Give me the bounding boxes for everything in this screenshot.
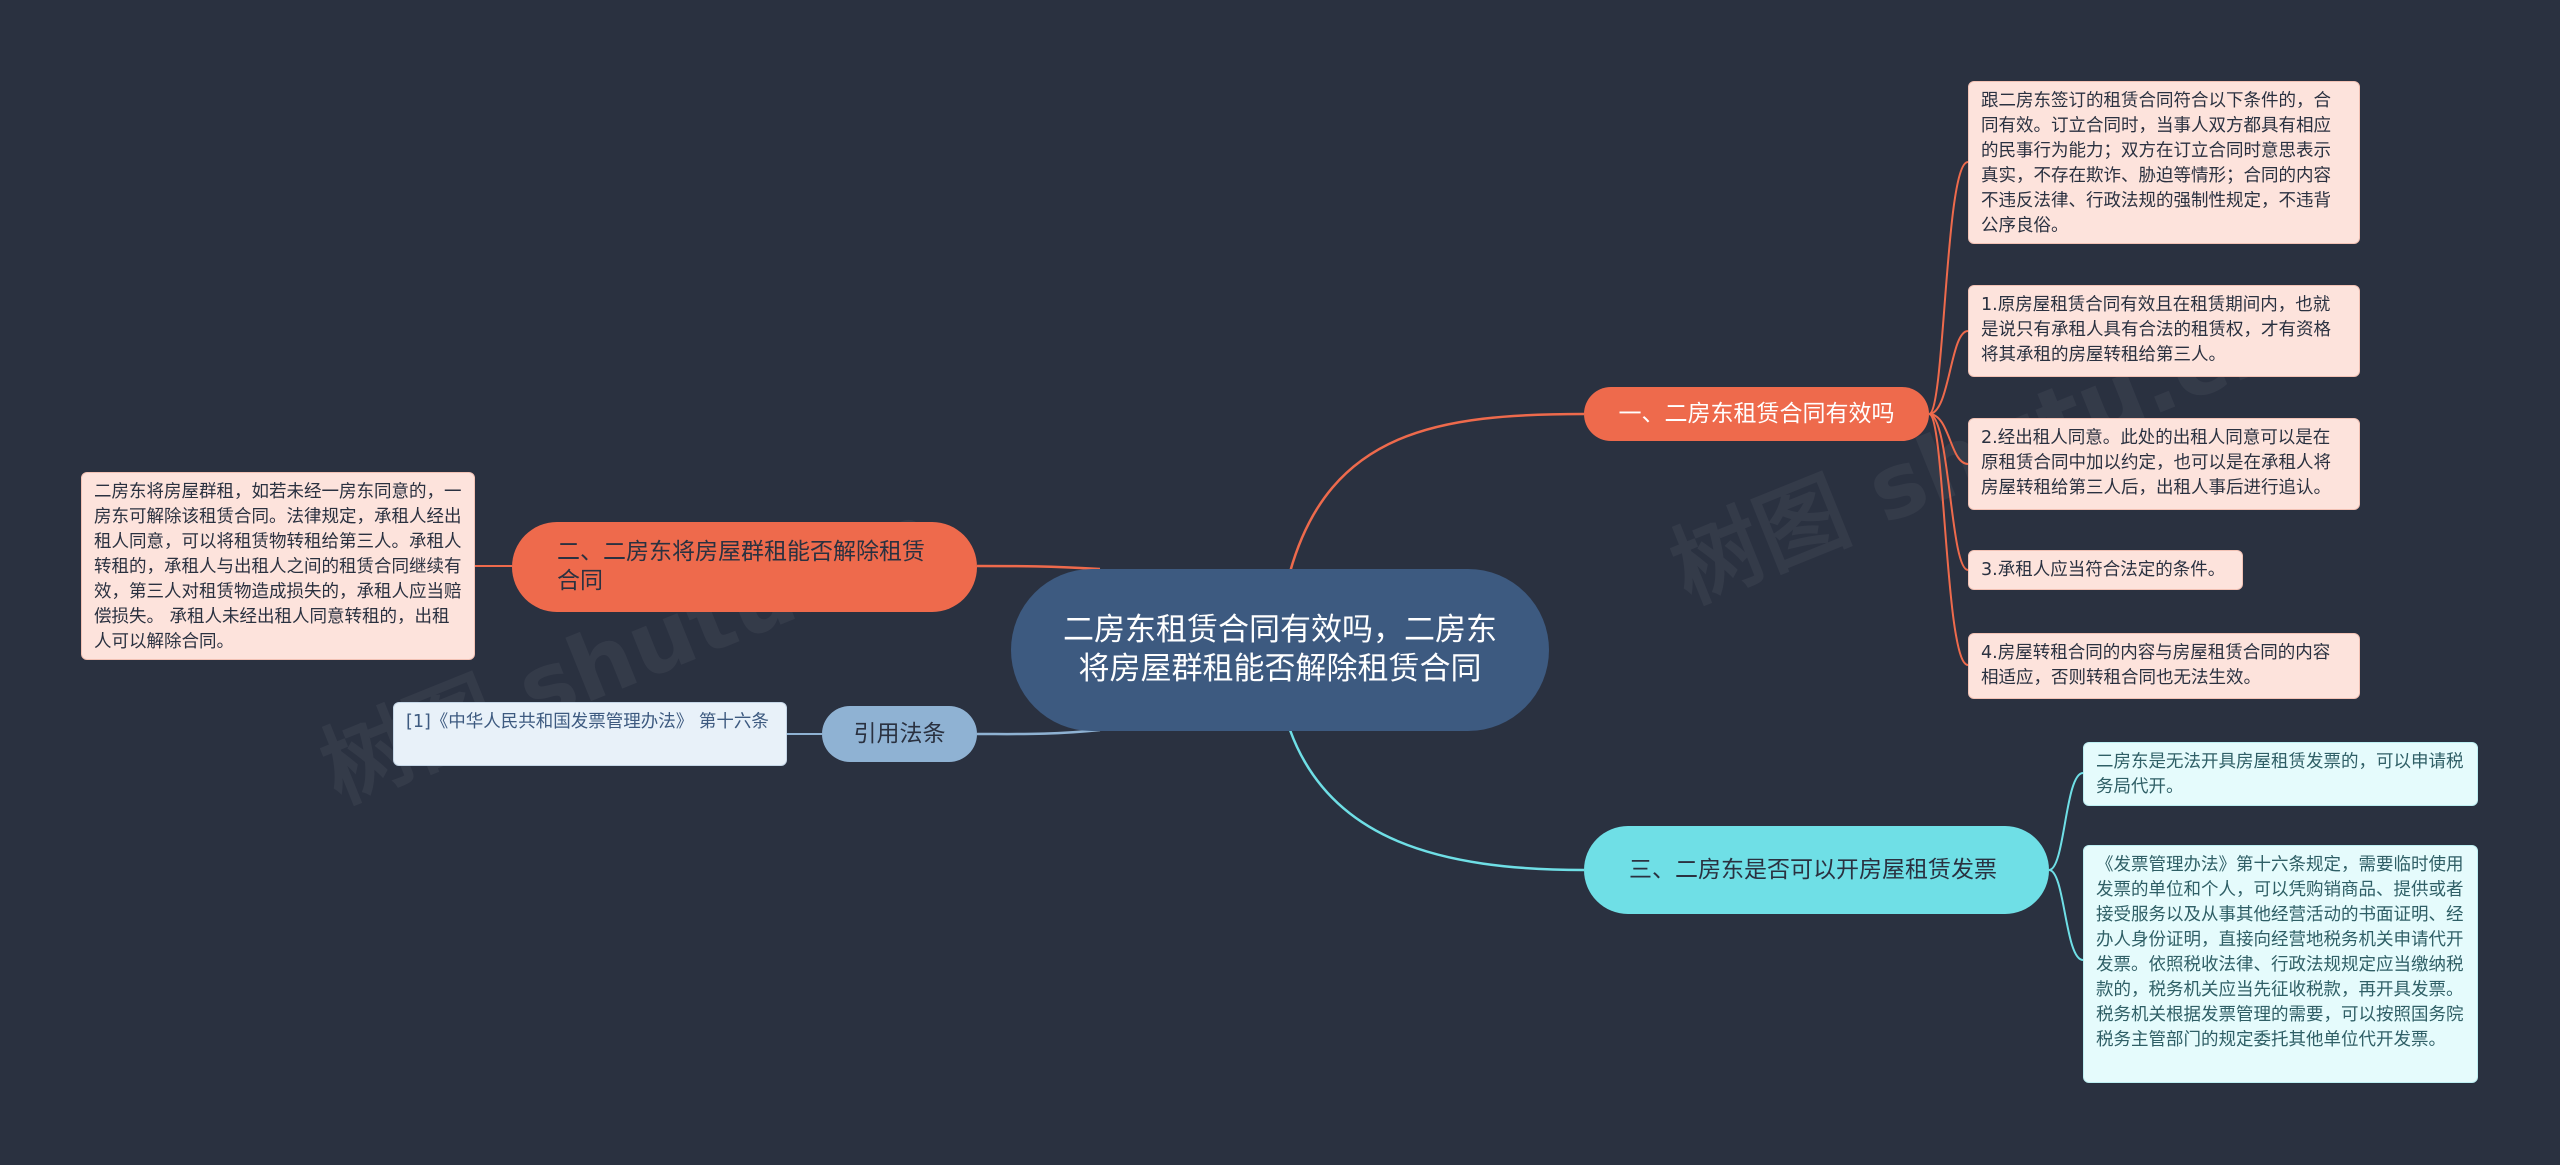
link-center-b4: [976, 728, 1101, 736]
leaf-text: 二房东将房屋群租，如若未经一房东同意的，一房东可解除该租赁合同。法律规定，承租人…: [94, 482, 462, 652]
leaf-note[interactable]: 3.承租人应当符合法定的条件。: [1968, 550, 2243, 590]
link-b1-l3: [1928, 413, 1969, 571]
link-b3-l0: [2048, 772, 2084, 871]
link-b1-l4: [1928, 413, 1969, 666]
leaf-text: [1]《中华人民共和国发票管理办法》 第十六条: [406, 712, 769, 732]
branch-label: 二、二房东将房屋群租能否解除租赁合同: [557, 539, 925, 594]
branch-group-rental[interactable]: 二、二房东将房屋群租能否解除租赁合同: [512, 522, 977, 612]
link-b1-l0: [1928, 161, 1969, 415]
leaf-text: 4.房屋转租合同的内容与房屋租赁合同的内容相适应，否则转租合同也无法生效。: [1981, 643, 2331, 688]
branch-label: 一、二房东租赁合同有效吗: [1618, 400, 1895, 427]
leaf-text: 二房东是无法开具房屋租赁发票的，可以申请税务局代开。: [2096, 752, 2464, 797]
link-b1-l2: [1928, 413, 1969, 465]
leaf-text: 跟二房东签订的租赁合同符合以下条件的，合同有效。订立合同时，当事人双方都具有相应…: [1981, 91, 2331, 236]
leaf-note[interactable]: 2.经出租人同意。此处的出租人同意可以是在原租赁合同中加以约定，也可以是在承租人…: [1968, 418, 2360, 510]
leaf-text: 3.承租人应当符合法定的条件。: [1981, 560, 2226, 580]
link-center-b3: [1288, 729, 1585, 872]
branch-contract-validity[interactable]: 一、二房东租赁合同有效吗: [1584, 387, 1929, 441]
branch-invoice[interactable]: 三、二房东是否可以开房屋租赁发票: [1584, 826, 2049, 914]
link-center-b1: [1288, 412, 1585, 573]
link-center-b2: [976, 564, 1101, 571]
leaf-note[interactable]: [1]《中华人民共和国发票管理办法》 第十六条: [393, 702, 787, 766]
leaf-note[interactable]: 跟二房东签订的租赁合同符合以下条件的，合同有效。订立合同时，当事人双方都具有相应…: [1968, 81, 2360, 244]
leaf-note[interactable]: 《发票管理办法》第十六条规定，需要临时使用发票的单位和个人，可以凭购销商品、提供…: [2083, 845, 2478, 1083]
leaf-text: 1.原房屋租赁合同有效且在租赁期间内，也就是说只有承租人具有合法的租赁权，才有资…: [1981, 295, 2331, 365]
leaf-note[interactable]: 1.原房屋租赁合同有效且在租赁期间内，也就是说只有承租人具有合法的租赁权，才有资…: [1968, 285, 2360, 377]
central-topic[interactable]: 二房东租赁合同有效吗，二房东将房屋群租能否解除租赁合同: [1011, 569, 1549, 731]
leaf-note[interactable]: 二房东是无法开具房屋租赁发票的，可以申请税务局代开。: [2083, 742, 2478, 806]
link-b3-l1: [2048, 869, 2084, 961]
leaf-note[interactable]: 二房东将房屋群租，如若未经一房东同意的，一房东可解除该租赁合同。法律规定，承租人…: [81, 472, 475, 660]
link-b1-l1: [1928, 330, 1969, 415]
branch-citations[interactable]: 引用法条: [822, 706, 977, 762]
leaf-text: 2.经出租人同意。此处的出租人同意可以是在原租赁合同中加以约定，也可以是在承租人…: [1981, 428, 2331, 498]
branch-label: 引用法条: [853, 720, 946, 747]
branch-label: 三、二房东是否可以开房屋租赁发票: [1629, 856, 1997, 883]
central-topic-label: 二房东租赁合同有效吗，二房东将房屋群租能否解除租赁合同: [1063, 612, 1497, 687]
leaf-text: 《发票管理办法》第十六条规定，需要临时使用发票的单位和个人，可以凭购销商品、提供…: [2096, 855, 2464, 1050]
leaf-note[interactable]: 4.房屋转租合同的内容与房屋租赁合同的内容相适应，否则转租合同也无法生效。: [1968, 633, 2360, 699]
